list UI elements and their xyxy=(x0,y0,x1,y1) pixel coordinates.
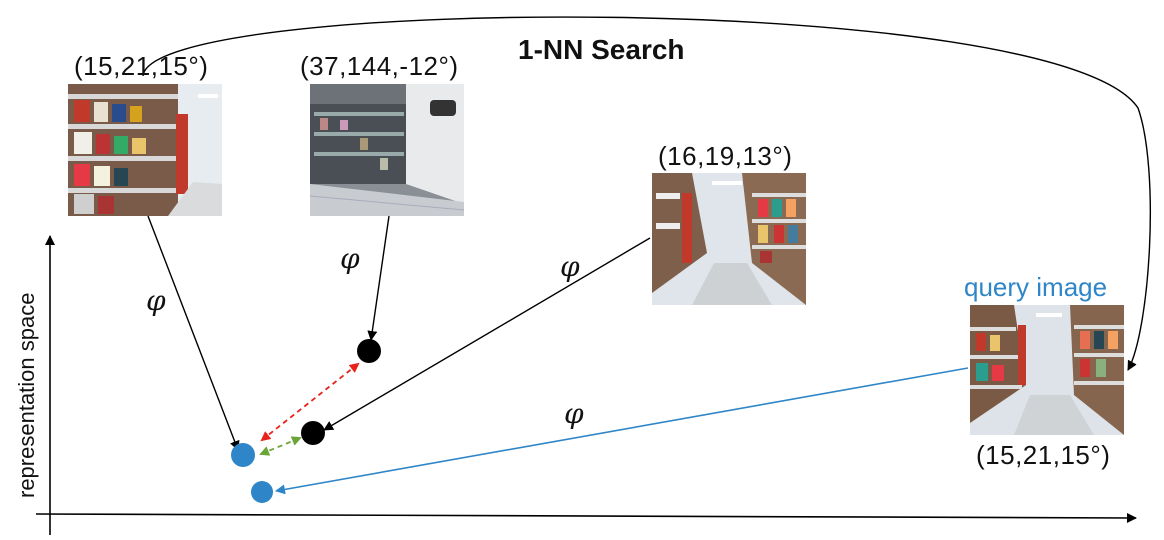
database-image-3 xyxy=(652,173,806,305)
query-image-label: query image xyxy=(964,272,1108,302)
phi-arrow-query xyxy=(275,367,969,495)
diagram-title: 1-NN Search xyxy=(518,34,685,65)
phi-label-image-3: φ xyxy=(560,250,580,283)
embedding-point-image-1 xyxy=(231,443,255,467)
image-3-pose-label: (16,19,13°) xyxy=(658,141,793,171)
distance-arrow-near xyxy=(259,436,302,456)
phi-label-query: φ xyxy=(564,397,584,430)
y-axis-label: representation space xyxy=(14,292,39,498)
database-image-2 xyxy=(310,84,464,216)
phi-arrow-image-3 xyxy=(323,237,651,431)
embedding-point-image-3 xyxy=(301,421,325,445)
image-1-pose-label: (15,21,15°) xyxy=(74,51,209,81)
embedding-point-query xyxy=(251,481,273,503)
phi-label-image-2: φ xyxy=(340,242,360,275)
embedding-point-image-2 xyxy=(357,339,381,363)
database-image-1 xyxy=(68,84,222,216)
phi-label-image-1: φ xyxy=(146,284,166,317)
distance-arrow-far xyxy=(260,362,360,442)
query-pose-label: (15,21,15°) xyxy=(976,440,1111,470)
nn-search-arrow xyxy=(142,16,1151,371)
x-axis xyxy=(35,512,1137,523)
query-image xyxy=(970,305,1124,435)
phi-arrow-image-1 xyxy=(147,215,240,451)
phi-arrow-image-2 xyxy=(367,215,390,341)
image-2-pose-label: (37,144,-12°) xyxy=(300,51,459,81)
